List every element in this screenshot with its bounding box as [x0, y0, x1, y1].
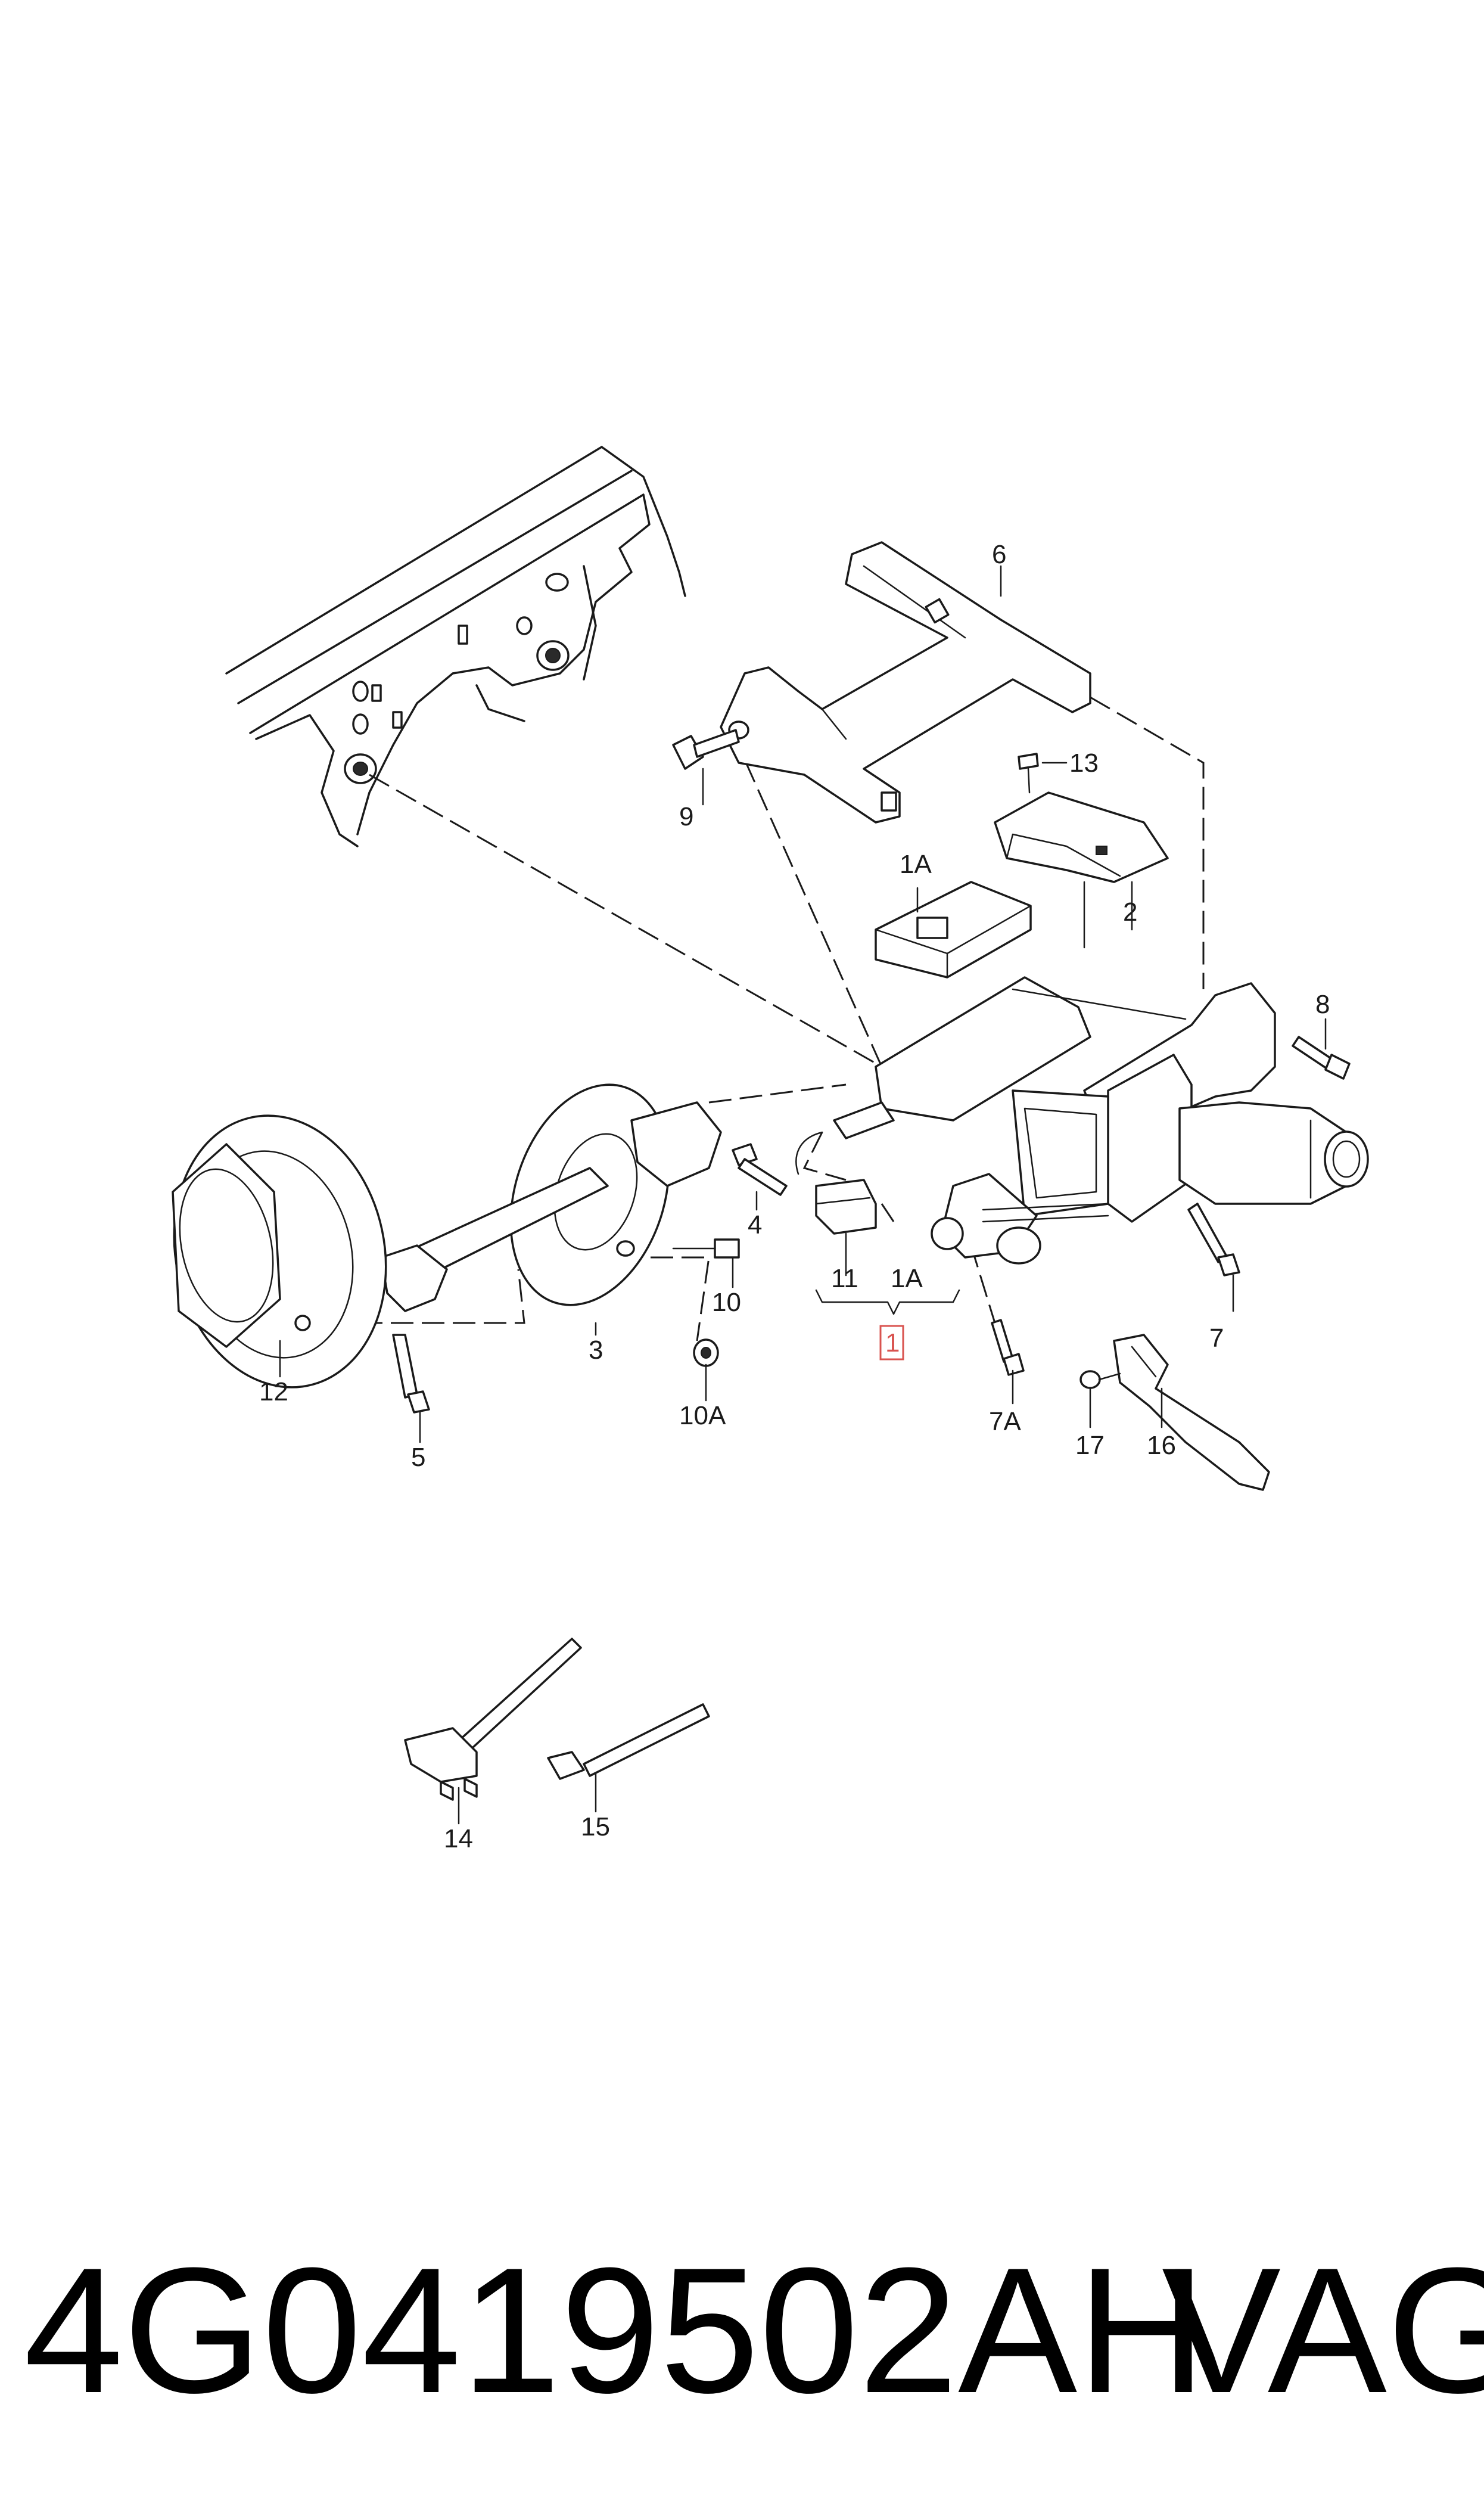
callout-8: 8: [1315, 990, 1330, 1019]
part-16-lever: [1113, 1334, 1270, 1491]
part-12-boot: [172, 1114, 387, 1389]
part-4-bolt: [732, 1143, 788, 1196]
part-1-steering-column: [795, 976, 1369, 1265]
callout-13: 13: [1069, 748, 1099, 778]
part-8-bolt: [1292, 1036, 1351, 1080]
part-number: 4G0419502AH: [24, 2230, 1206, 2430]
callout-leaders: [279, 565, 1327, 1825]
part-5-bolt: [392, 1334, 430, 1414]
part-9-bolt: [672, 729, 740, 770]
part-15-cable-tie: [547, 1703, 710, 1780]
part-3-intermediate-shaft: [380, 1083, 722, 1312]
part-2-control-unit: [994, 791, 1169, 949]
callout-17: 17: [1075, 1431, 1105, 1460]
part-1a-module-top: [875, 881, 1032, 979]
part-10-bolt: [672, 1238, 740, 1259]
callout-7: 7: [1209, 1324, 1224, 1353]
vehicle-body-structure: [225, 446, 686, 847]
callout-1: 1: [885, 1328, 900, 1358]
callout-1a-bottom: 1A: [891, 1264, 923, 1293]
part-7a-bolt: [991, 1319, 1025, 1376]
callout-9: 9: [679, 802, 693, 831]
callout-12: 12: [259, 1377, 288, 1406]
callout-14: 14: [444, 1824, 473, 1853]
part-10a-nut: [693, 1338, 719, 1367]
footer: 4G0419502AH VAG: [0, 2217, 1484, 2443]
callout-3: 3: [589, 1335, 603, 1365]
callout-15: 15: [581, 1812, 610, 1841]
callout-1-highlight: [879, 1325, 904, 1361]
callout-7a: 7A: [989, 1407, 1021, 1436]
callout-10: 10: [712, 1288, 741, 1317]
callout-11: 11: [831, 1264, 858, 1293]
callout-labels: 1 1A 1A 2 3 4 5 6 7 7A 8 9 10 10A 11 12 …: [259, 540, 1330, 1853]
part-7-bolt: [1187, 1203, 1240, 1276]
callout-2: 2: [1123, 897, 1137, 927]
assembly-leader-lines: [298, 696, 1205, 1341]
callout-4: 4: [748, 1210, 762, 1240]
callout-1a-top: 1A: [900, 850, 932, 879]
callout-5: 5: [411, 1443, 425, 1472]
callout-10a: 10A: [679, 1401, 726, 1430]
brand-name: VAG: [1162, 2230, 1484, 2430]
callout-6: 6: [992, 540, 1006, 569]
callout-16: 16: [1147, 1431, 1176, 1460]
part-11-connector: [815, 1179, 877, 1276]
part-6-bracket: [720, 541, 1091, 824]
part-13-screw: [1018, 753, 1039, 794]
part-17-screw: [1079, 1370, 1121, 1389]
part-14-cable-tie-holder: [404, 1638, 582, 1801]
